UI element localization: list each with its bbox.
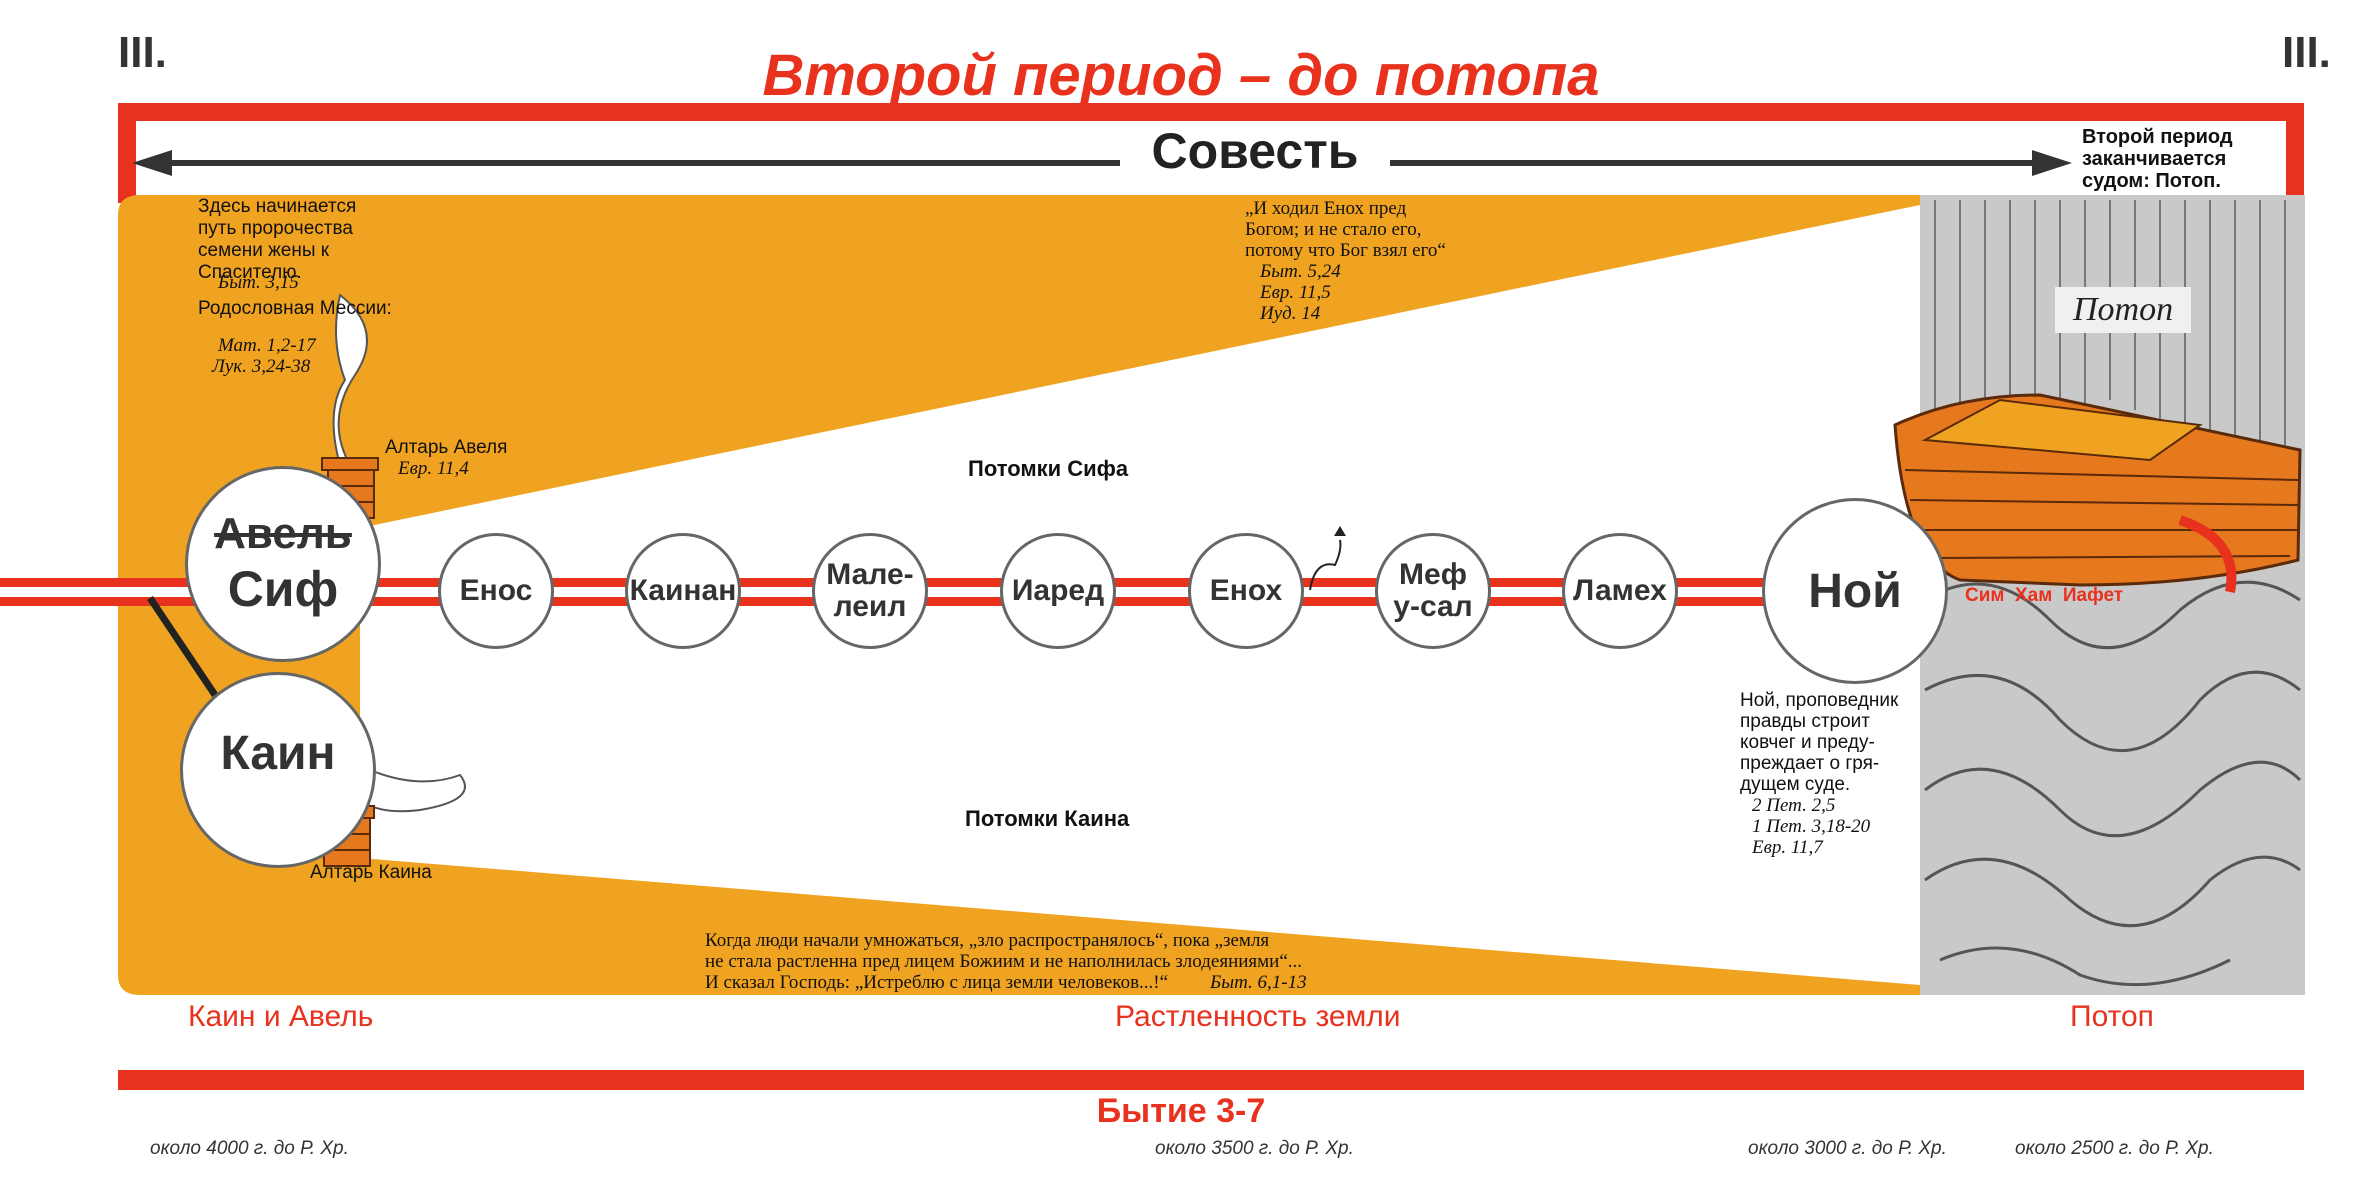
cain-altar-label: Алтарь Каина	[310, 862, 432, 883]
noah-ref-2peter: 2 Пет. 2,5	[1752, 795, 1836, 816]
cain-name: Каин	[220, 726, 336, 780]
noah-ref-hebrews: Евр. 11,7	[1752, 837, 1823, 858]
noah-note-line-4: преждает о гря-	[1740, 753, 1880, 774]
generation-name: Каинан	[629, 574, 737, 607]
noah-circle: Ной	[1762, 498, 1948, 684]
enoch-raptured-arrow	[1309, 539, 1342, 591]
enoch-ref-hebrews: Евр. 11,5	[1260, 282, 1331, 303]
generation-name: Енох	[1209, 574, 1283, 607]
generation-name: Енос	[459, 574, 533, 607]
enoch-quote-line-2: Богом; и не стало его,	[1245, 219, 1422, 240]
roman-numeral-left: III.	[118, 28, 167, 77]
generation-circle-enos: Енос	[438, 533, 554, 649]
book-reference: Бытие 3-7	[1096, 1092, 1266, 1130]
conscience-arrow	[132, 150, 2072, 176]
generation-name: Мале-леил	[826, 558, 914, 623]
generation-circle-lamech: Ламех	[1562, 533, 1678, 649]
section-label-cain-abel: Каин и Авель	[188, 1000, 374, 1033]
ark-illustration	[1893, 393, 2302, 593]
abel-seth-circle: Авель Сиф	[185, 466, 381, 662]
corruption-quote-line-3: И сказал Господь: „Истреблю с лица земли…	[705, 972, 1169, 993]
section-label-flood: Потоп	[2070, 1000, 2154, 1033]
cain-circle: Каин	[180, 672, 376, 868]
enoch-arrow-head	[1334, 526, 1346, 536]
noah-note-line-1: Ной, проповедник	[1740, 690, 1899, 711]
abel-altar-smoke	[332, 293, 368, 466]
cain-descendants-label: Потомки Каина	[965, 806, 1130, 831]
generation-name: Иаред	[1011, 574, 1105, 607]
corruption-quote-line-2: не стала растленна пред лицем Божиим и н…	[705, 951, 1303, 972]
noah-sons-label: Сим Хам Иафет	[1965, 585, 2124, 606]
genealogy-ref-matthew: Мат. 1,2-17	[218, 335, 316, 356]
page-title: Второй период – до потопа	[762, 43, 1600, 108]
conscience-label: Совесть	[1151, 123, 1359, 179]
generation-name: Ламех	[1573, 574, 1667, 607]
period-end-note: Второй период заканчивается судом: Потоп…	[2082, 126, 2233, 192]
generation-circle-mahalalel: Мале-леил	[812, 533, 928, 649]
noah-note-line-2: правды строит	[1740, 711, 1870, 732]
flood-waves	[1924, 580, 2302, 987]
date-4000bc: около 4000 г. до Р. Хр.	[150, 1138, 349, 1159]
messiah-genealogy-note: Родословная Мессии:	[198, 298, 392, 319]
corruption-quote-ref: Быт. 6,1-13	[1210, 972, 1307, 993]
noah-ref-1peter: 1 Пет. 3,18-20	[1752, 816, 1871, 837]
generation-circle-enoch: Енох	[1188, 533, 1304, 649]
top-red-band	[118, 103, 2304, 121]
noah-note-line-3: ковчег и преду-	[1740, 732, 1875, 753]
generation-name: Мефу-сал	[1393, 558, 1473, 623]
right-red-edge	[2286, 103, 2304, 203]
generation-circle-methuselah: Мефу-сал	[1375, 533, 1491, 649]
roman-numeral-right: III.	[2282, 28, 2331, 77]
prophecy-intro-ref: Быт. 3,15	[218, 272, 299, 293]
genealogy-ref-luke: Лук. 3,24-38	[212, 356, 311, 377]
enoch-ref-genesis: Быт. 5,24	[1260, 261, 1341, 282]
enoch-quote-line-1: „И ходил Енох пред	[1245, 198, 1407, 219]
enoch-quote-line-3: потому что Бог взял его“	[1245, 240, 1446, 261]
seth-descendants-label: Потомки Сифа	[968, 456, 1129, 481]
left-red-edge	[118, 103, 136, 203]
prophecy-intro-note: Здесь начинается путь пророчества семени…	[198, 196, 357, 283]
corruption-quote-line-1: Когда люди начали умножаться, „зло распр…	[705, 930, 1270, 951]
flood-title: Потоп	[2055, 287, 2192, 333]
cain-branch-line	[147, 596, 218, 697]
date-3000bc: около 3000 г. до Р. Хр.	[1748, 1138, 1947, 1159]
timeline-band-center	[0, 587, 1920, 597]
generation-circle-jared: Иаред	[1000, 533, 1116, 649]
abel-name-struck: Авель	[214, 509, 352, 558]
generation-circle-kenan: Каинан	[625, 533, 741, 649]
date-2500bc: около 2500 г. до Р. Хр.	[2015, 1138, 2214, 1159]
seth-name: Сиф	[227, 561, 339, 617]
noah-note-line-5: дущем суде.	[1740, 774, 1851, 795]
noah-name: Ной	[1808, 564, 1902, 618]
enoch-ref-jude: Иуд. 14	[1260, 303, 1321, 324]
section-label-corruption: Растленность земли	[1115, 1000, 1401, 1033]
abel-altar-ref: Евр. 11,4	[398, 458, 469, 479]
abel-altar-label: Алтарь Авеля	[385, 437, 508, 458]
date-3500bc: около 3500 г. до Р. Хр.	[1155, 1138, 1354, 1159]
bottom-red-band	[118, 1070, 2304, 1090]
